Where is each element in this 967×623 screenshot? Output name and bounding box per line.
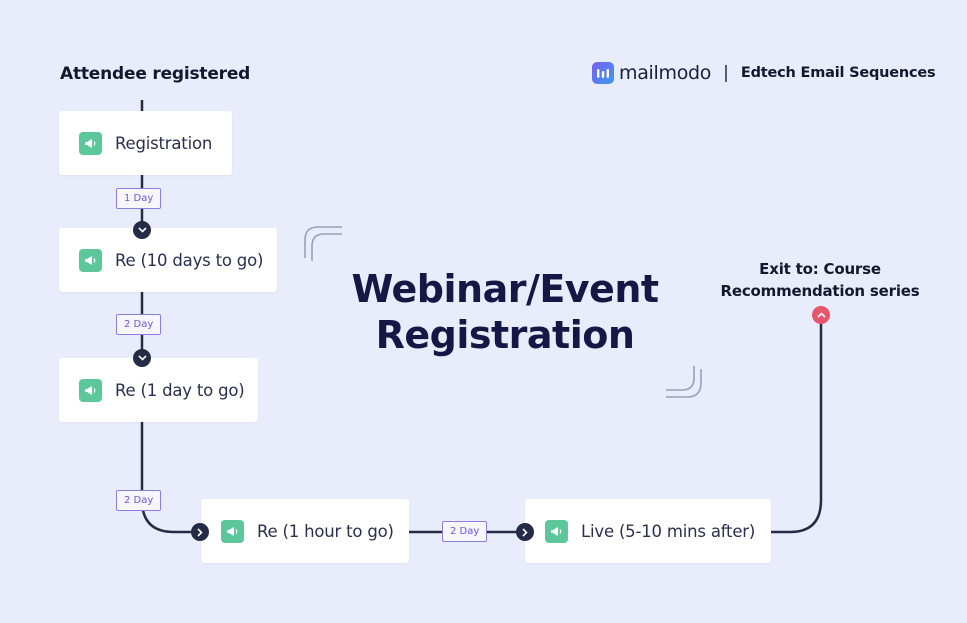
chevron-up-icon — [812, 306, 830, 324]
email-node-label: Live (5-10 mins after) — [581, 521, 756, 541]
megaphone-icon — [79, 131, 102, 155]
email-node-1-hour[interactable]: Re (1 hour to go) — [201, 499, 409, 563]
brand-header: mailmodo | Edtech Email Sequences — [592, 62, 936, 84]
exit-label-line-2: Recommendation series — [720, 282, 920, 300]
brand-subtitle: Edtech Email Sequences — [740, 65, 936, 81]
megaphone-icon — [221, 519, 244, 543]
email-node-live[interactable]: Live (5-10 mins after) — [525, 499, 771, 563]
email-node-label: Re (10 days to go) — [115, 250, 264, 270]
mailmodo-logo-icon — [592, 62, 614, 84]
chevron-down-icon — [133, 349, 151, 367]
email-node-label: Registration — [115, 133, 213, 153]
delay-badge: 2 Day — [442, 521, 488, 542]
email-node-1-day[interactable]: Re (1 day to go) — [59, 358, 258, 422]
brand-name: mailmodo — [619, 62, 712, 84]
delay-badge: 2 Day — [116, 490, 162, 511]
diagram-title: Webinar/Event Registration — [340, 266, 670, 358]
chevron-down-icon — [133, 221, 151, 239]
chevron-right-icon — [191, 523, 209, 541]
megaphone-icon — [545, 519, 568, 543]
megaphone-icon — [79, 378, 102, 402]
email-node-10-days[interactable]: Re (10 days to go) — [59, 228, 277, 292]
exit-label-line-1: Exit to: Course — [759, 260, 881, 278]
decor-bracket-top — [304, 226, 342, 261]
title-line-2: Registration — [375, 313, 635, 357]
decor-bracket-bottom — [666, 366, 702, 398]
title-line-1: Webinar/Event — [351, 267, 659, 311]
email-node-registration[interactable]: Registration — [59, 111, 232, 175]
trigger-label: Attendee registered — [60, 64, 251, 84]
delay-badge: 1 Day — [116, 188, 162, 209]
delay-badge: 2 Day — [116, 314, 162, 335]
email-node-label: Re (1 day to go) — [115, 380, 245, 400]
chevron-right-icon — [516, 523, 534, 541]
megaphone-icon — [79, 248, 102, 272]
brand-separator: | — [723, 63, 729, 83]
exit-label: Exit to: Course Recommendation series — [700, 258, 940, 302]
email-node-label: Re (1 hour to go) — [257, 521, 394, 541]
